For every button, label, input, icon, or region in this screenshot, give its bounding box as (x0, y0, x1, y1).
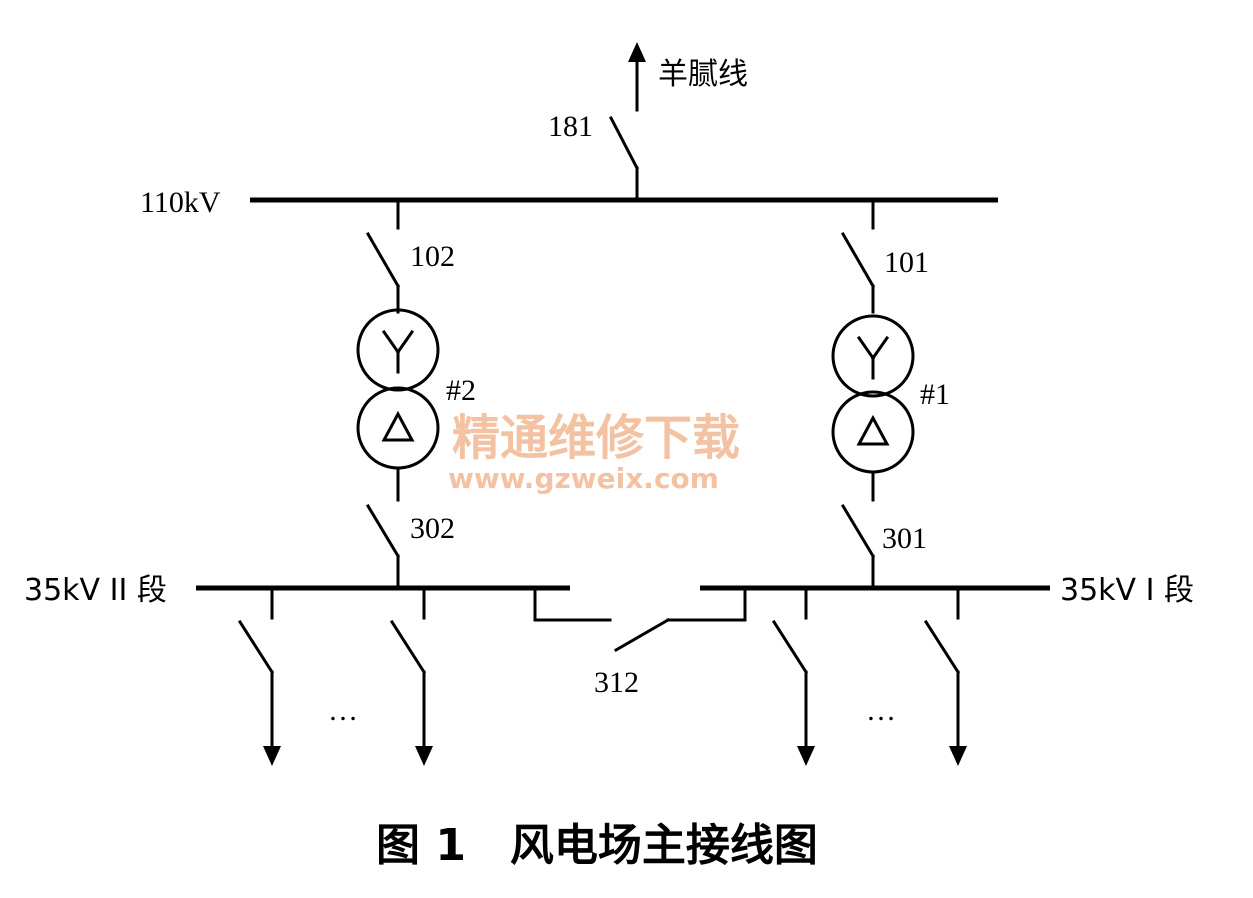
switch-301-label: 301 (882, 522, 927, 555)
transformer-1-lv-winding (831, 390, 915, 474)
feeder-switch-blade (237, 619, 275, 675)
down-arrow-icon (263, 746, 281, 766)
delta-symbol-icon (856, 414, 890, 446)
switch-102-blade (365, 231, 401, 289)
feeders-right-ellipsis: … (866, 694, 896, 727)
transformer-2-label: #2 (446, 374, 476, 407)
feeder-switch-blade (389, 619, 427, 675)
switch-181: 181 (548, 110, 640, 171)
bus-35kv-1-label: 35kV I 段 (1060, 573, 1194, 608)
transformer-2-lv-winding (356, 386, 440, 470)
watermark-url: www.gzweix.com (448, 462, 719, 495)
bus-35kv-section-1: 35kV I 段 (700, 573, 1194, 608)
feeders-left-ellipsis: … (328, 694, 358, 727)
wye-symbol-icon (381, 329, 415, 374)
switch-312-label: 312 (594, 666, 639, 699)
bus-35kv-section-2: 35kV II 段 (24, 573, 570, 608)
switch-101-blade (840, 231, 876, 289)
down-arrow-icon (415, 746, 433, 766)
switch-312-blade (613, 617, 671, 653)
outgoing-line-yangni: 羊腻线 (628, 42, 748, 202)
bus-tie-312: 312 (533, 586, 747, 699)
down-arrow-icon (797, 746, 815, 766)
feeder-switch-blade (771, 619, 809, 675)
transformer-1-hv-winding (831, 314, 915, 398)
watermark: 精通维修下载 www.gzweix.com (448, 410, 740, 495)
feeders-right: … (771, 586, 967, 766)
watermark-cn: 精通维修下载 (452, 410, 740, 466)
switch-302-label: 302 (410, 512, 455, 545)
up-arrow-icon (628, 42, 646, 62)
wye-symbol-icon (856, 335, 890, 380)
switch-101-label: 101 (884, 246, 929, 279)
branch-transformer-1: 101 #1 301 (831, 198, 950, 590)
feeder-switch-blade (923, 619, 961, 675)
figure-caption: 图 1 风电场主接线图 (376, 820, 818, 871)
transformer-1-label: #1 (920, 378, 950, 411)
transformer-2-hv-winding (356, 308, 440, 392)
feeders-left: … (237, 586, 433, 766)
down-arrow-icon (949, 746, 967, 766)
bus-110kv: 110kV (140, 186, 998, 219)
branch-transformer-2: 102 #2 302 (356, 198, 476, 590)
switch-102-label: 102 (410, 240, 455, 273)
outgoing-line-label: 羊腻线 (658, 57, 748, 92)
bus-110kv-label: 110kV (140, 186, 221, 219)
delta-symbol-icon (381, 410, 415, 442)
bus-35kv-2-label: 35kV II 段 (24, 573, 167, 608)
switch-181-label: 181 (548, 110, 593, 143)
switch-301-blade (840, 503, 876, 559)
switch-302-blade (365, 503, 401, 559)
switch-181-blade (608, 115, 640, 171)
